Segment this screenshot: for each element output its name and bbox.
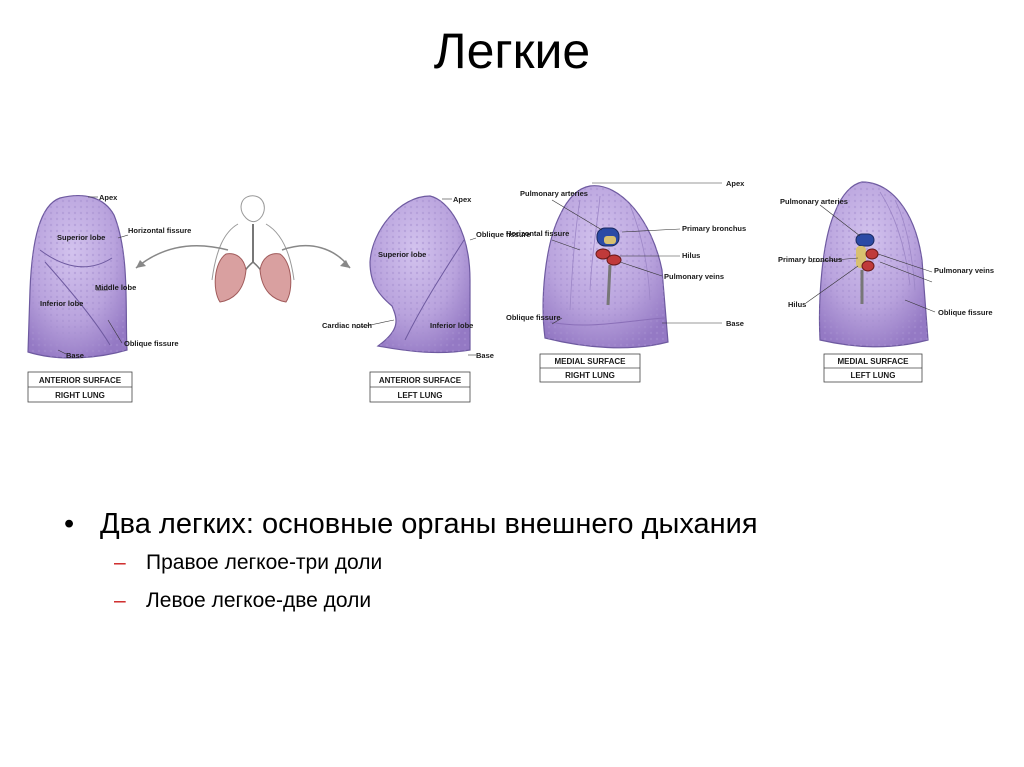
hilum-left <box>855 233 879 304</box>
torso-airways-icon <box>211 195 295 303</box>
dash-icon: – <box>114 589 126 612</box>
label-apex: Apex <box>99 193 118 202</box>
label-middle-lobe: Middle lobe <box>95 283 136 292</box>
sub-bullet-item: – Левое легкое-две доли <box>114 588 964 614</box>
caption-surface: ANTERIOR SURFACE <box>39 376 122 385</box>
label-oblique-fissure: Oblique fissure <box>506 313 561 322</box>
label-inferior-lobe: Inferior lobe <box>40 299 83 308</box>
bullet-dot-icon: • <box>64 508 75 540</box>
slide-title: Легкие <box>433 23 591 79</box>
caption-right-lung-anterior: ANTERIOR SURFACE RIGHT LUNG <box>27 371 133 403</box>
label-pulmonary-arteries: Pulmonary arteries <box>520 189 588 198</box>
label-hilus: Hilus <box>682 251 700 260</box>
bullet-list: • Два легких: основные органы внешнего д… <box>64 506 964 626</box>
caption-lung: RIGHT LUNG <box>55 391 105 400</box>
lungs-figure: Apex Superior lobe Horizontal fissure Mi… <box>27 179 994 403</box>
label-superior-lobe: Superior lobe <box>378 250 426 259</box>
label-oblique-fissure: Oblique fissure <box>476 230 531 239</box>
caption-left-lung-anterior: ANTERIOR SURFACE LEFT LUNG <box>369 371 471 403</box>
label-pulmonary-arteries: Pulmonary arteries <box>780 197 848 206</box>
arrow-right <box>281 245 351 269</box>
label-pulmonary-veins: Pulmonary veins <box>934 266 994 275</box>
hilum-right <box>595 227 622 306</box>
label-primary-bronchus: Primary bronchus <box>778 255 842 264</box>
bullet-text: Два легких: основные органы внешнего дых… <box>100 508 758 540</box>
label-apex: Apex <box>726 179 745 188</box>
caption-right-lung-medial: MEDIAL SURFACE RIGHT LUNG <box>539 353 641 383</box>
left-lung-medial <box>818 181 929 348</box>
sub-bullet-list: – Правое легкое-три доли – Левое легкое-… <box>114 550 964 614</box>
caption-left-lung-medial: MEDIAL SURFACE LEFT LUNG <box>823 353 923 383</box>
caption-lung: RIGHT LUNG <box>565 371 615 380</box>
label-pulmonary-veins: Pulmonary veins <box>664 272 724 281</box>
label-hilus: Hilus <box>788 300 806 309</box>
label-base: Base <box>726 319 744 328</box>
right-lung-anterior <box>27 195 128 359</box>
label-horizontal-fissure: Horizontal fissure <box>128 226 191 235</box>
sub-bullet-text: Левое легкое-две доли <box>146 589 372 612</box>
label-base: Base <box>66 351 84 360</box>
sub-bullet-item: – Правое легкое-три доли <box>114 550 964 576</box>
label-inferior-lobe: Inferior lobe <box>430 321 473 330</box>
label-oblique-fissure: Oblique fissure <box>124 339 179 348</box>
caption-lung: LEFT LUNG <box>851 371 896 380</box>
dash-icon: – <box>114 551 126 574</box>
label-cardiac-notch: Cardiac notch <box>322 321 372 330</box>
left-lung-anterior <box>369 195 471 354</box>
right-lung-medial <box>542 185 669 349</box>
label-base: Base <box>476 351 494 360</box>
label-superior-lobe: Superior lobe <box>57 233 105 242</box>
arrow-left <box>135 244 229 269</box>
caption-surface: ANTERIOR SURFACE <box>379 376 462 385</box>
caption-lung: LEFT LUNG <box>398 391 443 400</box>
bullet-item: • Два легких: основные органы внешнего д… <box>64 506 964 542</box>
label-oblique-fissure: Oblique fissure <box>938 308 993 317</box>
label-horizontal-fissure: Horizontal fissure <box>506 229 569 238</box>
sub-bullet-text: Правое легкое-три доли <box>146 551 383 574</box>
caption-surface: MEDIAL SURFACE <box>555 357 627 366</box>
caption-surface: MEDIAL SURFACE <box>838 357 910 366</box>
label-apex: Apex <box>453 195 472 204</box>
label-primary-bronchus: Primary bronchus <box>682 224 746 233</box>
